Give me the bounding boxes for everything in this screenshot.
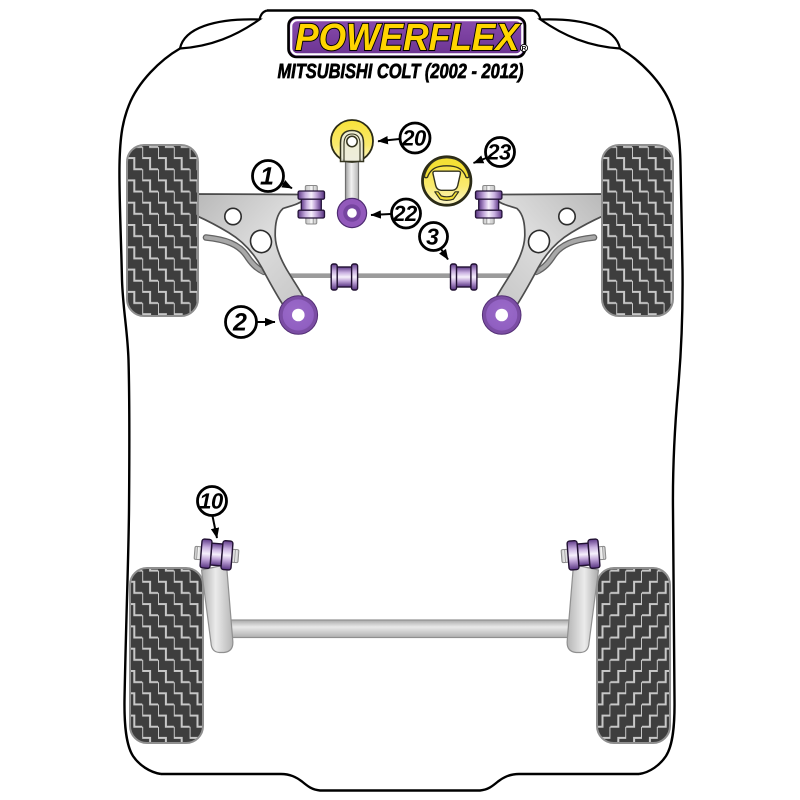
svg-text:POWERFLEX: POWERFLEX	[295, 17, 521, 59]
svg-text:10: 10	[199, 489, 224, 514]
svg-text:1: 1	[260, 163, 274, 191]
svg-text:2: 2	[232, 309, 247, 337]
svg-text:20: 20	[401, 126, 427, 151]
svg-text:23: 23	[486, 140, 511, 165]
svg-text:3: 3	[426, 224, 439, 250]
svg-text:22: 22	[392, 201, 418, 226]
svg-text:MITSUBISHI COLT (2002 - 2012): MITSUBISHI COLT (2002 - 2012)	[278, 60, 524, 83]
svg-text:R: R	[522, 45, 527, 52]
